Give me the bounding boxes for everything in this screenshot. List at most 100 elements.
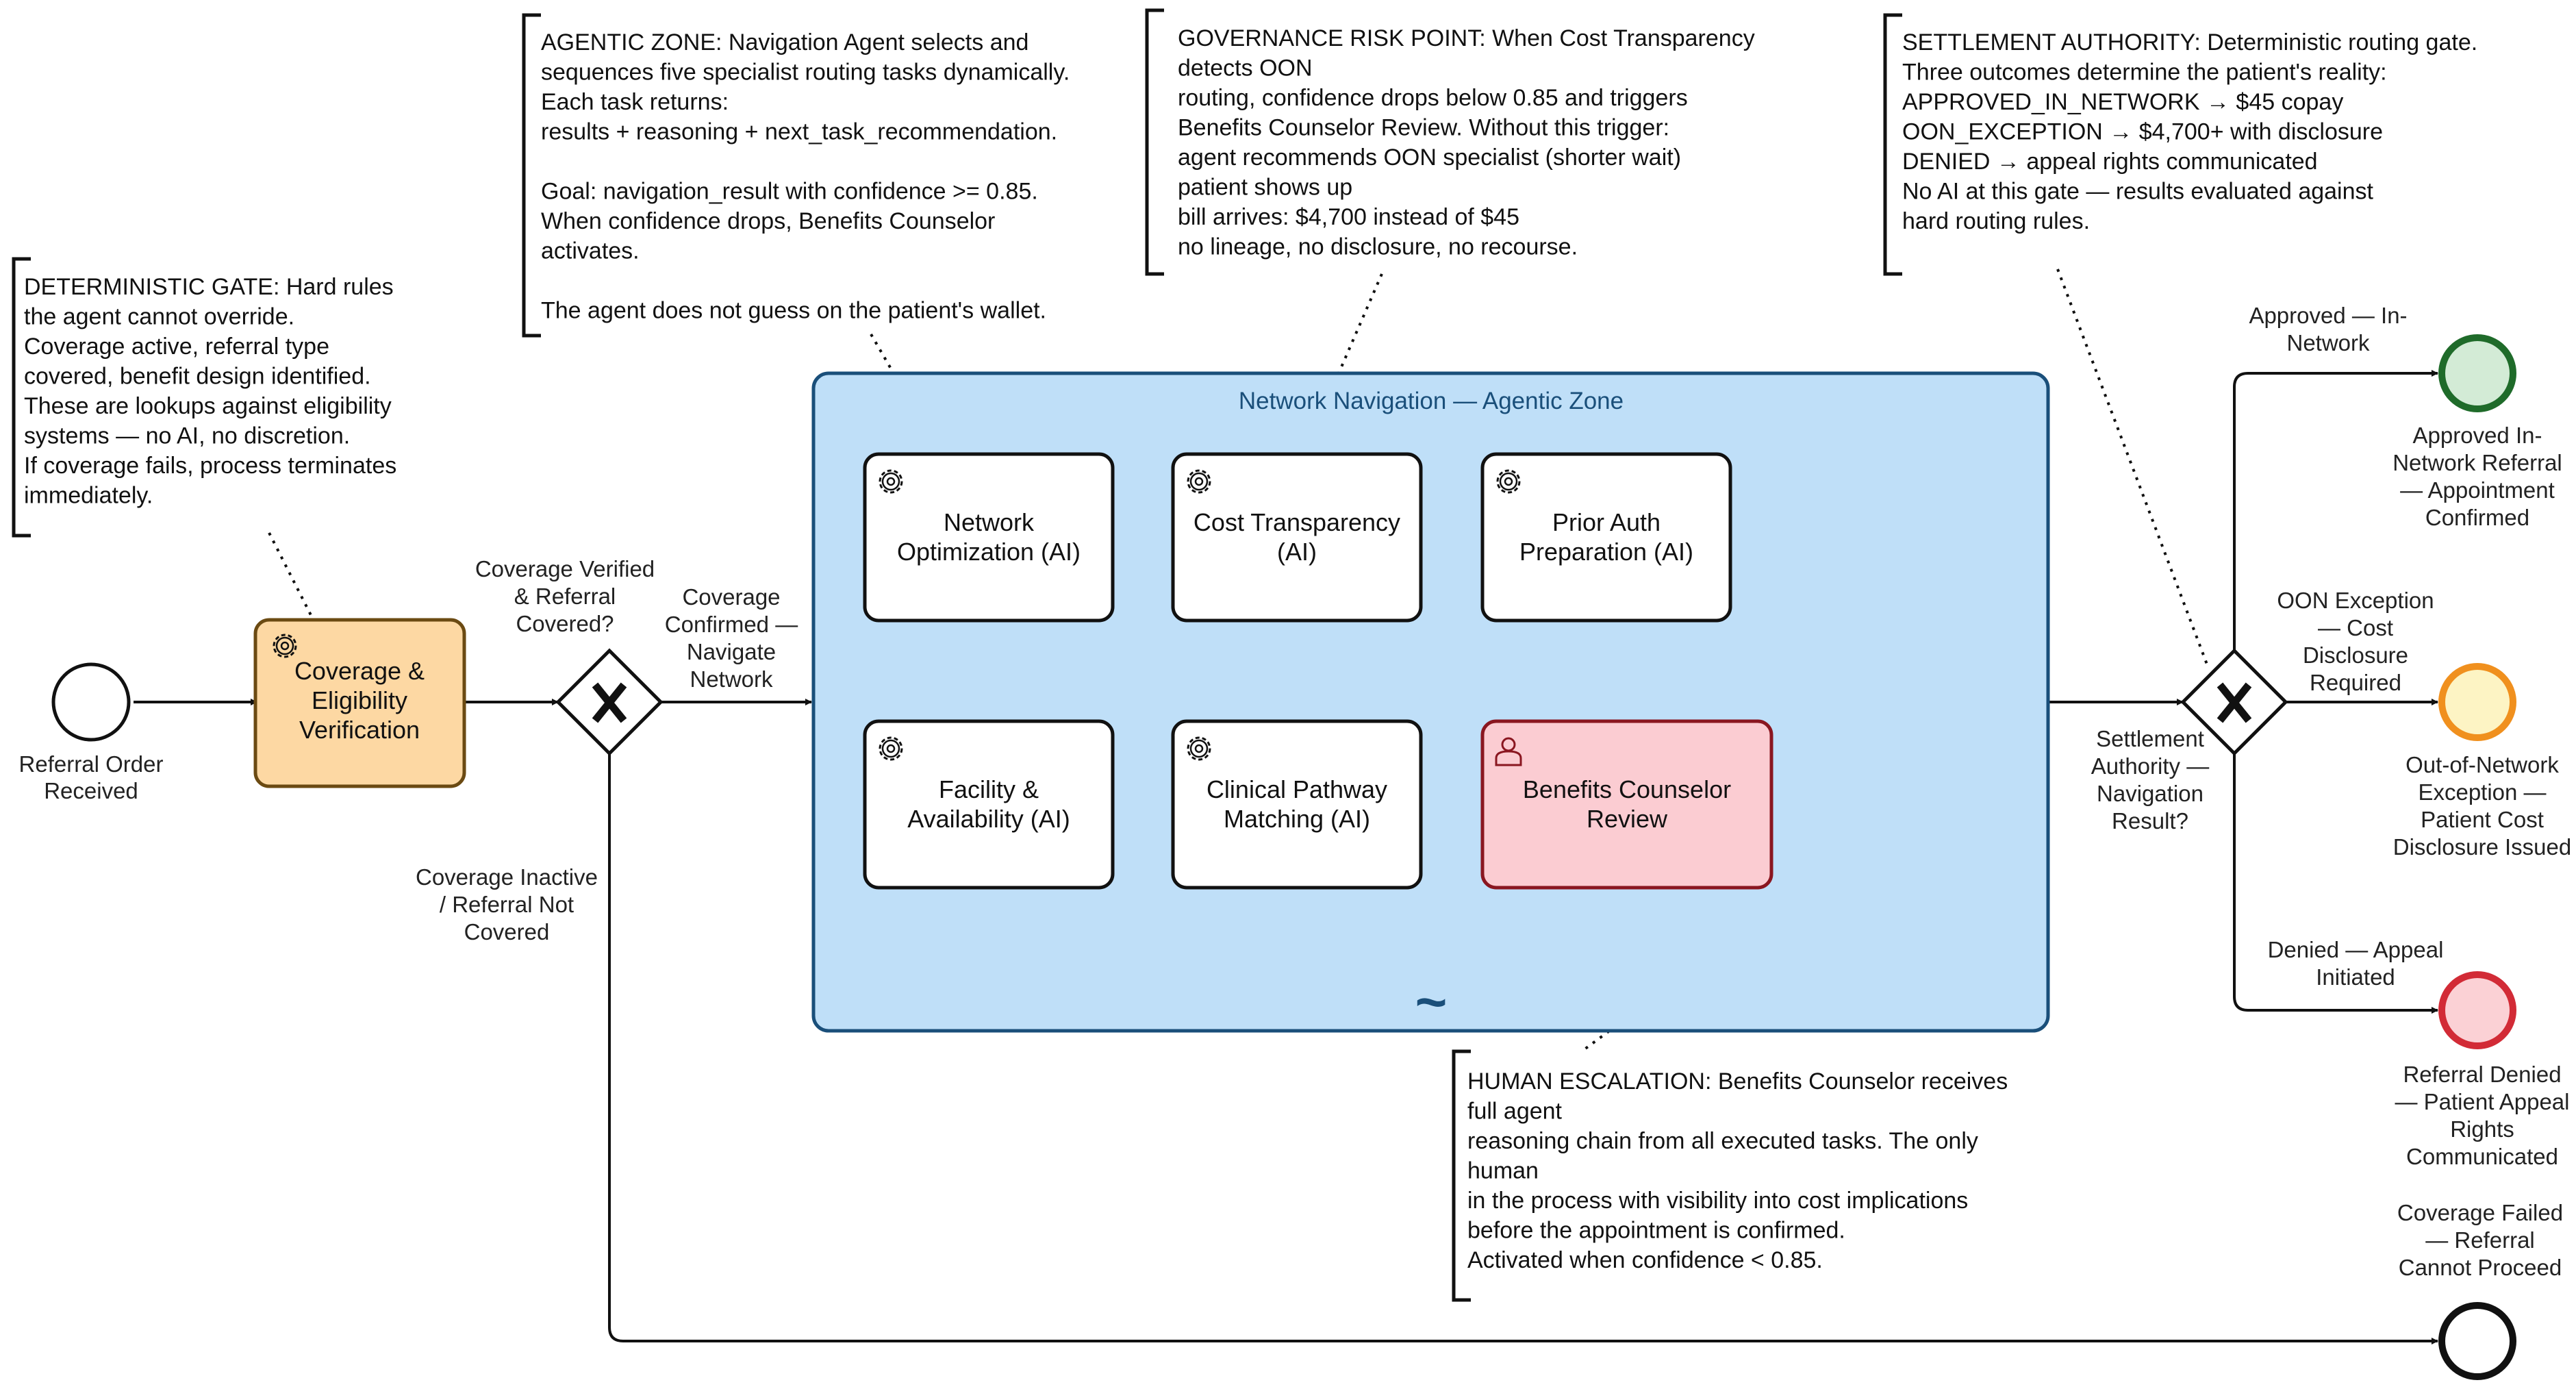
annotation-governance-risk[interactable]: [1145, 8, 1164, 276]
text-line: hard routing rules.: [1902, 208, 2090, 234]
settlement-gateway[interactable]: [2180, 648, 2288, 756]
flow-approved: [2233, 370, 2438, 651]
user-icon: [1495, 737, 1522, 766]
text-line: — Referral: [2425, 1227, 2535, 1253]
annotation-human-escalation[interactable]: [1452, 1049, 1471, 1302]
sequence-flows: [134, 370, 2438, 1344]
text-line: Authority —: [2091, 753, 2209, 779]
text-line: Exception —: [2418, 779, 2546, 805]
text-line: Received: [44, 778, 138, 803]
text-line: Result?: [2112, 808, 2188, 834]
text-line: Network: [690, 666, 773, 692]
annotation-governance-risk-text: GOVERNANCE RISK POINT: When Cost Transpa…: [1178, 25, 1755, 260]
text-line: Disclosure Issued: [2393, 834, 2571, 860]
text-line: Each task returns:: [541, 89, 729, 115]
subprocess-title: Network Navigation — Agentic Zone: [1239, 388, 1624, 414]
text-line: results + reasoning + next_task_recommen…: [541, 119, 1057, 145]
flow-denied: [2233, 753, 2438, 1014]
text-line: Confirmed —: [665, 612, 798, 637]
text-line: & Referral: [514, 584, 616, 609]
end-event-failed[interactable]: [2438, 1302, 2516, 1380]
text-line: Review: [1587, 805, 1668, 833]
text-line: routing, confidence drops below 0.85 and…: [1178, 85, 1688, 111]
text-line: Preparation (AI): [1519, 538, 1693, 566]
text-line: Referral Denied: [2403, 1062, 2561, 1087]
task-label: Facility &Availability (AI): [907, 775, 1070, 833]
text-line: Coverage Verified: [475, 556, 655, 581]
end-event-approved[interactable]: [2438, 334, 2516, 412]
text-line: the agent cannot override.: [24, 304, 294, 330]
text-line: full agent: [1467, 1099, 1563, 1125]
text-line: Required: [2310, 670, 2401, 695]
text-line: before the appointment is confirmed.: [1467, 1218, 1845, 1244]
annotation-agentic-zone-text: AGENTIC ZONE: Navigation Agent selects a…: [541, 29, 1070, 324]
text-line: Coverage Failed: [2397, 1200, 2563, 1225]
text-line: SETTLEMENT AUTHORITY: Deterministic rout…: [1902, 29, 2477, 55]
text-line: OON Exception: [2277, 588, 2434, 613]
text-line: human: [1467, 1158, 1539, 1184]
text-line: Network Referral: [2392, 450, 2562, 475]
text-line: sequences five specialist routing tasks …: [541, 60, 1070, 86]
association-deterministic-gate: [268, 532, 313, 617]
text-line: reasoning chain from all executed tasks.…: [1467, 1128, 1978, 1154]
text-line: (AI): [1277, 538, 1317, 566]
annotation-agentic-zone[interactable]: [522, 13, 541, 338]
text-line: covered, benefit design identified.: [24, 364, 371, 390]
text-line: Matching (AI): [1224, 805, 1370, 833]
text-line: Coverage &: [294, 657, 425, 685]
text-line: in the process with visibility into cost…: [1467, 1188, 1968, 1214]
text-line: DENIED → appeal rights communicated: [1902, 149, 2318, 175]
association-agentic-zone: [870, 333, 895, 375]
text-line: detects OON: [1178, 55, 1313, 82]
text-line: bill arrives: $4,700 instead of $45: [1178, 204, 1519, 230]
annotation-settlement-authority[interactable]: [1883, 13, 1902, 276]
text-line: Three outcomes determine the patient's r…: [1902, 60, 2387, 86]
end-event-oon[interactable]: [2438, 663, 2516, 741]
association-settlement-authority: [2056, 268, 2210, 668]
end-event-denied[interactable]: [2438, 971, 2516, 1049]
text-line: If coverage fails, process terminates: [24, 453, 396, 479]
annotation-deterministic-gate[interactable]: [12, 257, 31, 538]
text-line: Navigation: [2097, 781, 2204, 806]
text-line: Network: [2286, 330, 2370, 355]
text-line: Benefits Counselor Review. Without this …: [1178, 115, 1669, 141]
coverage-gateway[interactable]: [555, 648, 664, 756]
flow-coverage-failed: [608, 753, 2438, 1344]
text-line: Cost Transparency: [1194, 508, 1400, 536]
text-line: Availability (AI): [907, 805, 1070, 833]
text-line: These are lookups against eligibility: [24, 393, 392, 419]
text-line: Coverage active, referral type: [24, 334, 329, 360]
text-line: Coverage Inactive: [416, 864, 598, 890]
text-line: / Referral Not: [440, 892, 574, 917]
verification-task[interactable]: [253, 618, 466, 788]
annotation-settlement-authority-text: SETTLEMENT AUTHORITY: Deterministic rout…: [1902, 29, 2477, 234]
text-line: Covered?: [516, 611, 614, 636]
text-line: Denied — Appeal: [2268, 937, 2444, 962]
text-line: Covered: [464, 919, 550, 944]
text-line: Facility &: [939, 775, 1039, 803]
text-line: Cannot Proceed: [2399, 1255, 2562, 1280]
task-cost-transparency[interactable]: Cost Transparency(AI): [1171, 452, 1423, 623]
start-event[interactable]: [51, 662, 131, 742]
annotation-human-escalation-text: HUMAN ESCALATION: Benefits Counselor rec…: [1467, 1068, 2008, 1273]
text-line: Clinical Pathway: [1207, 775, 1387, 803]
task-facility-availability[interactable]: Facility &Availability (AI): [863, 719, 1115, 890]
text-line: Settlement: [2096, 726, 2204, 751]
text-line: Out-of-Network: [2405, 752, 2559, 777]
text-line: Disclosure: [2303, 642, 2408, 668]
